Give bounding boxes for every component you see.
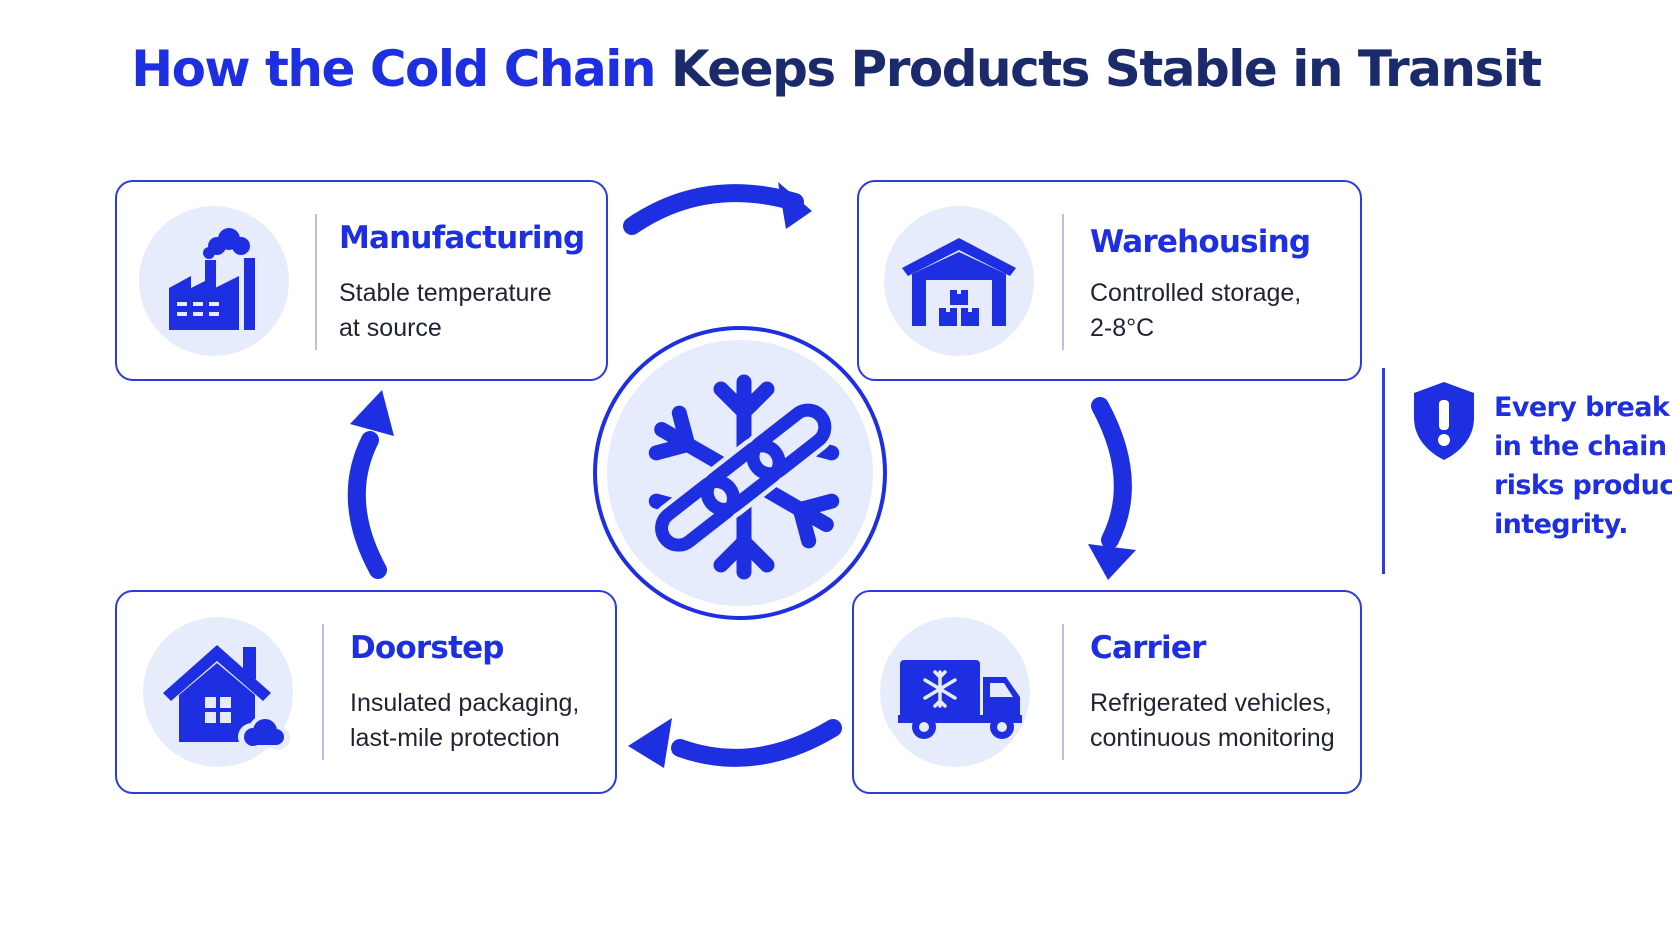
warning-line: Every break [1494, 392, 1670, 423]
title-accent: How the Cold Chain [131, 40, 656, 98]
arrow-doorstep-to-manufacturing [347, 431, 387, 579]
arrowhead-doorstep [628, 718, 672, 768]
card-divider [1062, 624, 1064, 760]
warning-line: risks product [1494, 470, 1672, 501]
arrowhead-manufacturing [350, 390, 394, 436]
refrigerated-truck-icon [898, 660, 1022, 739]
warning-divider [1382, 368, 1385, 574]
cold-chain-hub [593, 326, 887, 620]
step-card-carrier: Carrier Refrigerated vehicles, continuou… [852, 590, 1362, 794]
factory-icon [169, 228, 255, 330]
step-description-line: 2-8°C [1090, 314, 1155, 342]
card-divider [1062, 214, 1064, 350]
warehouse-icon [902, 238, 1016, 326]
step-description-line: continuous monitoring [1090, 724, 1335, 752]
title-rest: Keeps Products Stable in Transit [655, 40, 1542, 98]
step-description-line: at source [339, 314, 442, 342]
snowflake-chain-icon [648, 374, 840, 580]
arrow-manufacturing-to-warehousing [623, 184, 804, 235]
step-description: Refrigerated vehicles, continuous monito… [1090, 686, 1335, 756]
warning-line: in the chain [1494, 431, 1667, 462]
step-description-line: last-mile protection [350, 724, 560, 752]
arrowhead-warehousing [778, 182, 812, 229]
warning-message: Every break in the chain risks product i… [1494, 388, 1672, 544]
diagram-title: How the Cold Chain Keeps Products Stable… [0, 40, 1672, 98]
house-icon [163, 645, 290, 751]
arrowhead-carrier [1088, 544, 1136, 580]
warning-line: integrity. [1494, 509, 1628, 540]
step-heading: Carrier [1090, 630, 1206, 666]
step-card-warehousing: Warehousing Controlled storage, 2-8°C [857, 180, 1362, 381]
step-description-line: Stable temperature [339, 279, 552, 307]
chain-icon [650, 399, 836, 557]
arrow-warehousing-to-carrier [1091, 397, 1132, 549]
card-divider [322, 624, 324, 760]
icon-circle [139, 206, 289, 356]
shield-exclamation-icon [1414, 382, 1474, 460]
step-description-line: Insulated packaging, [350, 689, 580, 717]
step-heading: Doorstep [350, 630, 505, 666]
icon-circle [143, 617, 293, 767]
step-card-doorstep: Doorstep Insulated packaging, last-mile … [115, 590, 617, 794]
step-description: Controlled storage, 2-8°C [1090, 276, 1301, 346]
card-divider [315, 214, 317, 350]
step-description: Stable temperature at source [339, 276, 552, 346]
icon-circle [880, 617, 1030, 767]
step-card-manufacturing: Manufacturing Stable temperature at sour… [115, 180, 608, 381]
arrow-carrier-to-doorstep [671, 719, 842, 767]
step-description: Insulated packaging, last-mile protectio… [350, 686, 579, 756]
step-heading: Warehousing [1090, 224, 1311, 260]
icon-circle [884, 206, 1034, 356]
step-description-line: Refrigerated vehicles, [1090, 689, 1332, 717]
step-description-line: Controlled storage, [1090, 279, 1302, 307]
step-heading: Manufacturing [339, 220, 585, 256]
